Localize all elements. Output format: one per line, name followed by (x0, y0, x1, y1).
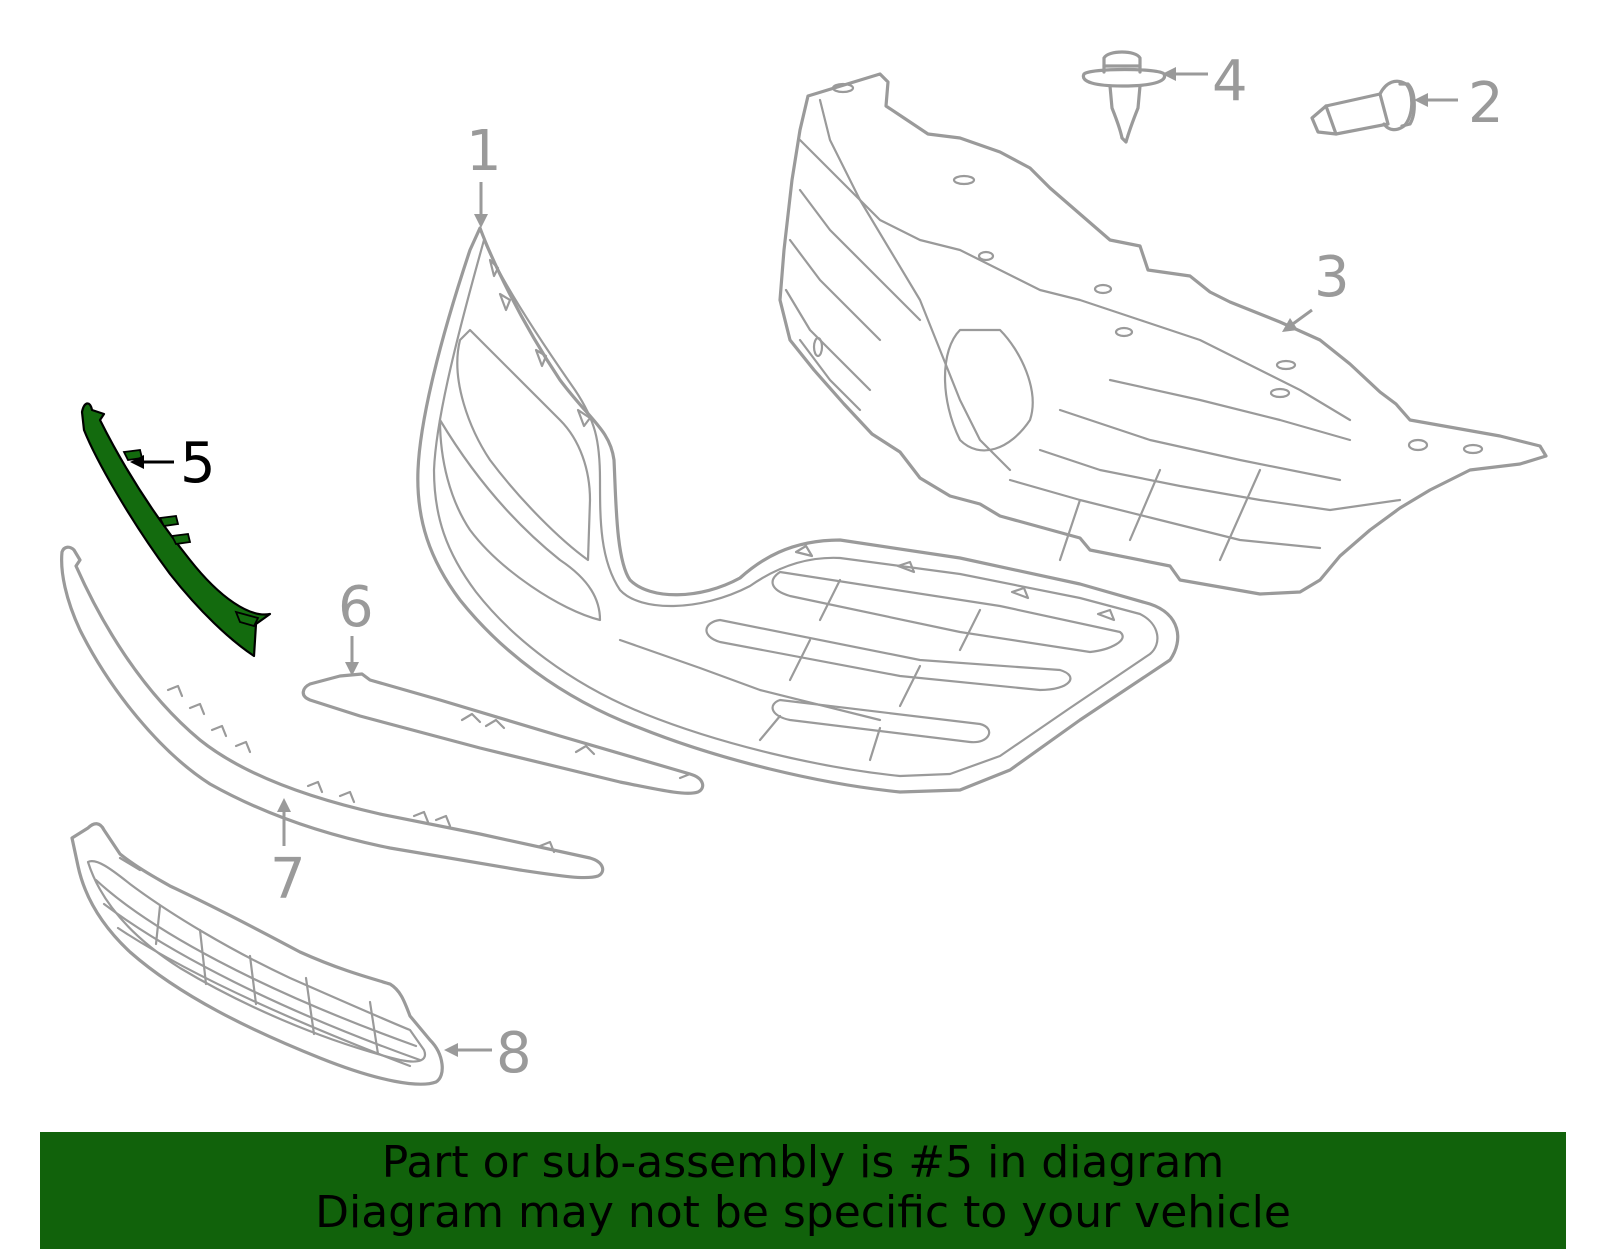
part-2-screw (1310, 79, 1416, 136)
banner-line-disclaimer: Diagram may not be specific to your vehi… (315, 1187, 1291, 1238)
callout-label-4: 4 (1212, 49, 1248, 114)
callout-leader-8 (444, 1043, 492, 1057)
callout-label-1: 1 (466, 119, 502, 184)
part-6-center-moulding (301, 672, 705, 795)
callout-label-6: 6 (338, 575, 374, 640)
callout-leader-1 (474, 182, 488, 228)
part-4-clip (1081, 50, 1167, 144)
banner-line-part-number: Part or sub-assembly is #5 in diagram (381, 1137, 1225, 1188)
callout-leader-5 (130, 455, 174, 469)
info-banner: Part or sub-assembly is #5 in diagram Di… (40, 1132, 1566, 1249)
callout-label-2: 2 (1468, 71, 1504, 136)
part-5-upper-moulding-highlighted (80, 402, 272, 658)
callout-leader-3 (1282, 308, 1313, 332)
part-1-grille (416, 226, 1180, 794)
part-8-lower-grille (70, 822, 444, 1086)
callout-label-7: 7 (270, 847, 306, 912)
callout-leader-4 (1162, 67, 1208, 81)
callout-label-5: 5 (180, 431, 216, 496)
callout-leader-7 (277, 798, 291, 846)
callout-label-3: 3 (1314, 245, 1350, 310)
part-3-grille-support (778, 72, 1548, 596)
callout-label-8: 8 (496, 1021, 532, 1086)
callout-leader-6 (345, 636, 359, 676)
part-7-lower-moulding (60, 545, 605, 880)
callout-leader-2 (1414, 93, 1458, 107)
